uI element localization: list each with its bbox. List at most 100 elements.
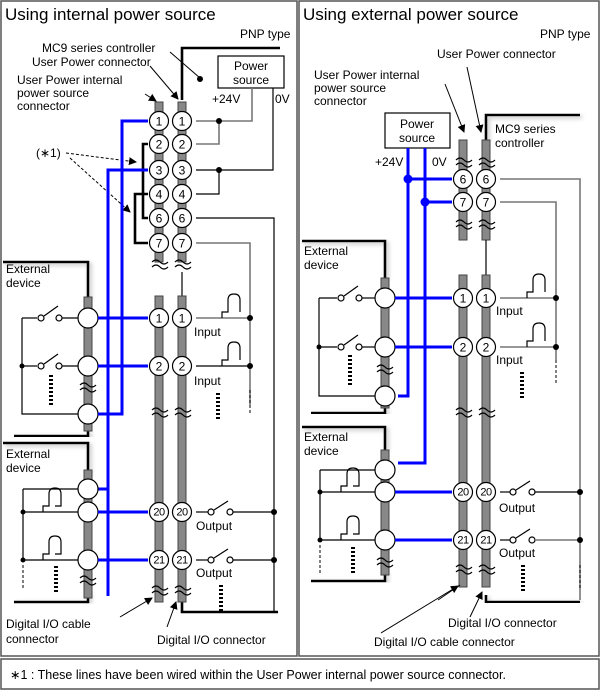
left-io-pin-2 [171, 355, 193, 377]
right-io-pin-21-label: 21 [480, 535, 492, 547]
right-external-device-1-label-1: External [304, 244, 348, 258]
right-cable-pin-21-label: 21 [457, 535, 469, 547]
left-controller-outline [180, 46, 280, 100]
left-io-pin-2-label: 2 [179, 360, 186, 374]
right-io-pin-20 [475, 481, 497, 503]
right-power-source-label-1: Power [400, 117, 434, 131]
left-controller-dot [197, 76, 203, 82]
left-output-label-2: Output [196, 566, 233, 580]
left-internal-connector-label-3: connector [17, 99, 70, 113]
right-cable-connector-label: Digital I/O cable connector [374, 635, 515, 649]
left-io-pin-21-label: 21 [176, 555, 188, 567]
right-external-device-2-label-2: device [304, 444, 339, 458]
left-internal-pin-6 [148, 207, 170, 229]
right-io-pin-1-label: 1 [483, 292, 490, 306]
right-pnp-type-label: PNP type [540, 27, 591, 41]
right-cable-pin-20-label: 20 [457, 487, 469, 499]
right-user-power-pin-7 [475, 191, 497, 213]
right-user-power-pin-6 [475, 168, 497, 190]
left-panel-title: Using internal power source [5, 5, 216, 24]
right-io-pin-1 [475, 287, 497, 309]
left-internal-pin-6-label: 6 [156, 212, 163, 226]
left-user-power-pin-2 [171, 133, 193, 155]
right-io-pin-2 [475, 336, 497, 358]
left-user-power-connector-bar [177, 101, 187, 263]
right-output-label-2: Output [499, 546, 536, 560]
left-io-pin-20-label: 20 [176, 507, 188, 519]
left-io-connector-label: Digital I/O connector [157, 633, 266, 647]
left-cable-pin-1 [148, 307, 170, 329]
left-controller-label: MC9 series controller [42, 41, 155, 55]
left-user-power-pin-7 [171, 232, 193, 254]
left-0v-label: 0V [275, 92, 290, 106]
left-internal-pin-1-label: 1 [156, 115, 163, 129]
left-power-source-label-1: Power [234, 59, 268, 73]
left-external-device-1-label-1: External [6, 262, 50, 276]
left-user-power-pin-1 [171, 110, 193, 132]
left-cable-pin-2-label: 2 [156, 360, 163, 374]
left-internal-pin-7-label: 7 [156, 237, 163, 251]
left-input-label-2: Input [194, 374, 221, 388]
right-internal-pin-7-label: 7 [460, 196, 467, 210]
right-controller-label-1: MC9 series [495, 122, 556, 136]
right-power-source-label-2: source [399, 131, 435, 145]
right-cable-pin-21 [452, 529, 474, 551]
left-io-pin-21 [171, 549, 193, 571]
right-panel: Using external power source PNP type Use… [302, 5, 591, 649]
left-internal-pin-3-label: 3 [156, 164, 163, 178]
right-internal-pin-7 [452, 191, 474, 213]
right-output-label-1: Output [499, 501, 536, 515]
right-io-pin-21 [475, 529, 497, 551]
right-external-device-2-label-1: External [304, 430, 348, 444]
right-user-power-pin-6-label: 6 [483, 173, 490, 187]
left-internal-pin-2-label: 2 [156, 138, 163, 152]
right-24v-label: +24V [375, 155, 403, 169]
left-io-pin-20 [171, 501, 193, 523]
left-external-device-1-label-2: device [6, 276, 41, 290]
right-panel-frame [298, 0, 600, 657]
left-user-power-pin-6 [171, 207, 193, 229]
right-user-power-pin-7-label: 7 [483, 196, 490, 210]
right-io-connector-label: Digital I/O connector [448, 616, 557, 630]
right-0v-label: 0V [432, 155, 447, 169]
left-cable-pin-21 [148, 549, 170, 571]
footnote-frame [0, 658, 600, 690]
left-internal-pin-7 [148, 232, 170, 254]
left-cable-pin-20-label: 20 [153, 507, 165, 519]
left-user-power-pin-7-label: 7 [179, 237, 186, 251]
right-cable-pin-2 [452, 336, 474, 358]
left-user-power-pin-4 [171, 183, 193, 205]
right-internal-connector-label-2: power source [314, 81, 386, 95]
left-internal-connector-bar [154, 101, 164, 263]
right-input-label-1: Input [496, 304, 523, 318]
right-external-device-1-label-2: device [304, 258, 339, 272]
left-external-device-2-label-1: External [6, 447, 50, 461]
right-internal-pin-6-label: 6 [460, 173, 467, 187]
left-user-power-pin-3-label: 3 [179, 164, 186, 178]
right-cable-pin-1 [452, 287, 474, 309]
left-internal-connector-label-2: power source [17, 86, 89, 100]
left-external-device-1-outline [3, 260, 90, 298]
right-io-pin-20-label: 20 [480, 487, 492, 499]
left-panel-frame [0, 0, 298, 657]
right-power-source-box [384, 112, 451, 149]
left-pnp-type-label: PNP type [240, 27, 291, 41]
left-internal-pin-2 [148, 133, 170, 155]
left-cable-pin-2 [148, 355, 170, 377]
right-io-pin-2-label: 2 [483, 341, 490, 355]
left-cable-connector-label-1: Digital I/O cable [6, 617, 91, 631]
left-user-power-pin-1-label: 1 [179, 115, 186, 129]
left-note-ref-label: (∗1) [36, 146, 61, 160]
left-user-power-pin-3 [171, 159, 193, 181]
right-panel-title: Using external power source [303, 5, 518, 24]
left-internal-connector-label-1: User Power internal [17, 73, 122, 87]
right-user-power-connector-label: User Power connector [437, 47, 556, 61]
left-24v-label: +24V [212, 92, 240, 106]
left-power-source-box [217, 55, 285, 89]
right-input-label-2: Input [496, 353, 523, 367]
left-cable-connector-label-2: connector [6, 632, 59, 646]
right-controller-outline [484, 113, 580, 140]
left-external-device-2-label-2: device [6, 461, 41, 475]
left-io-pin-1-label: 1 [179, 312, 186, 326]
